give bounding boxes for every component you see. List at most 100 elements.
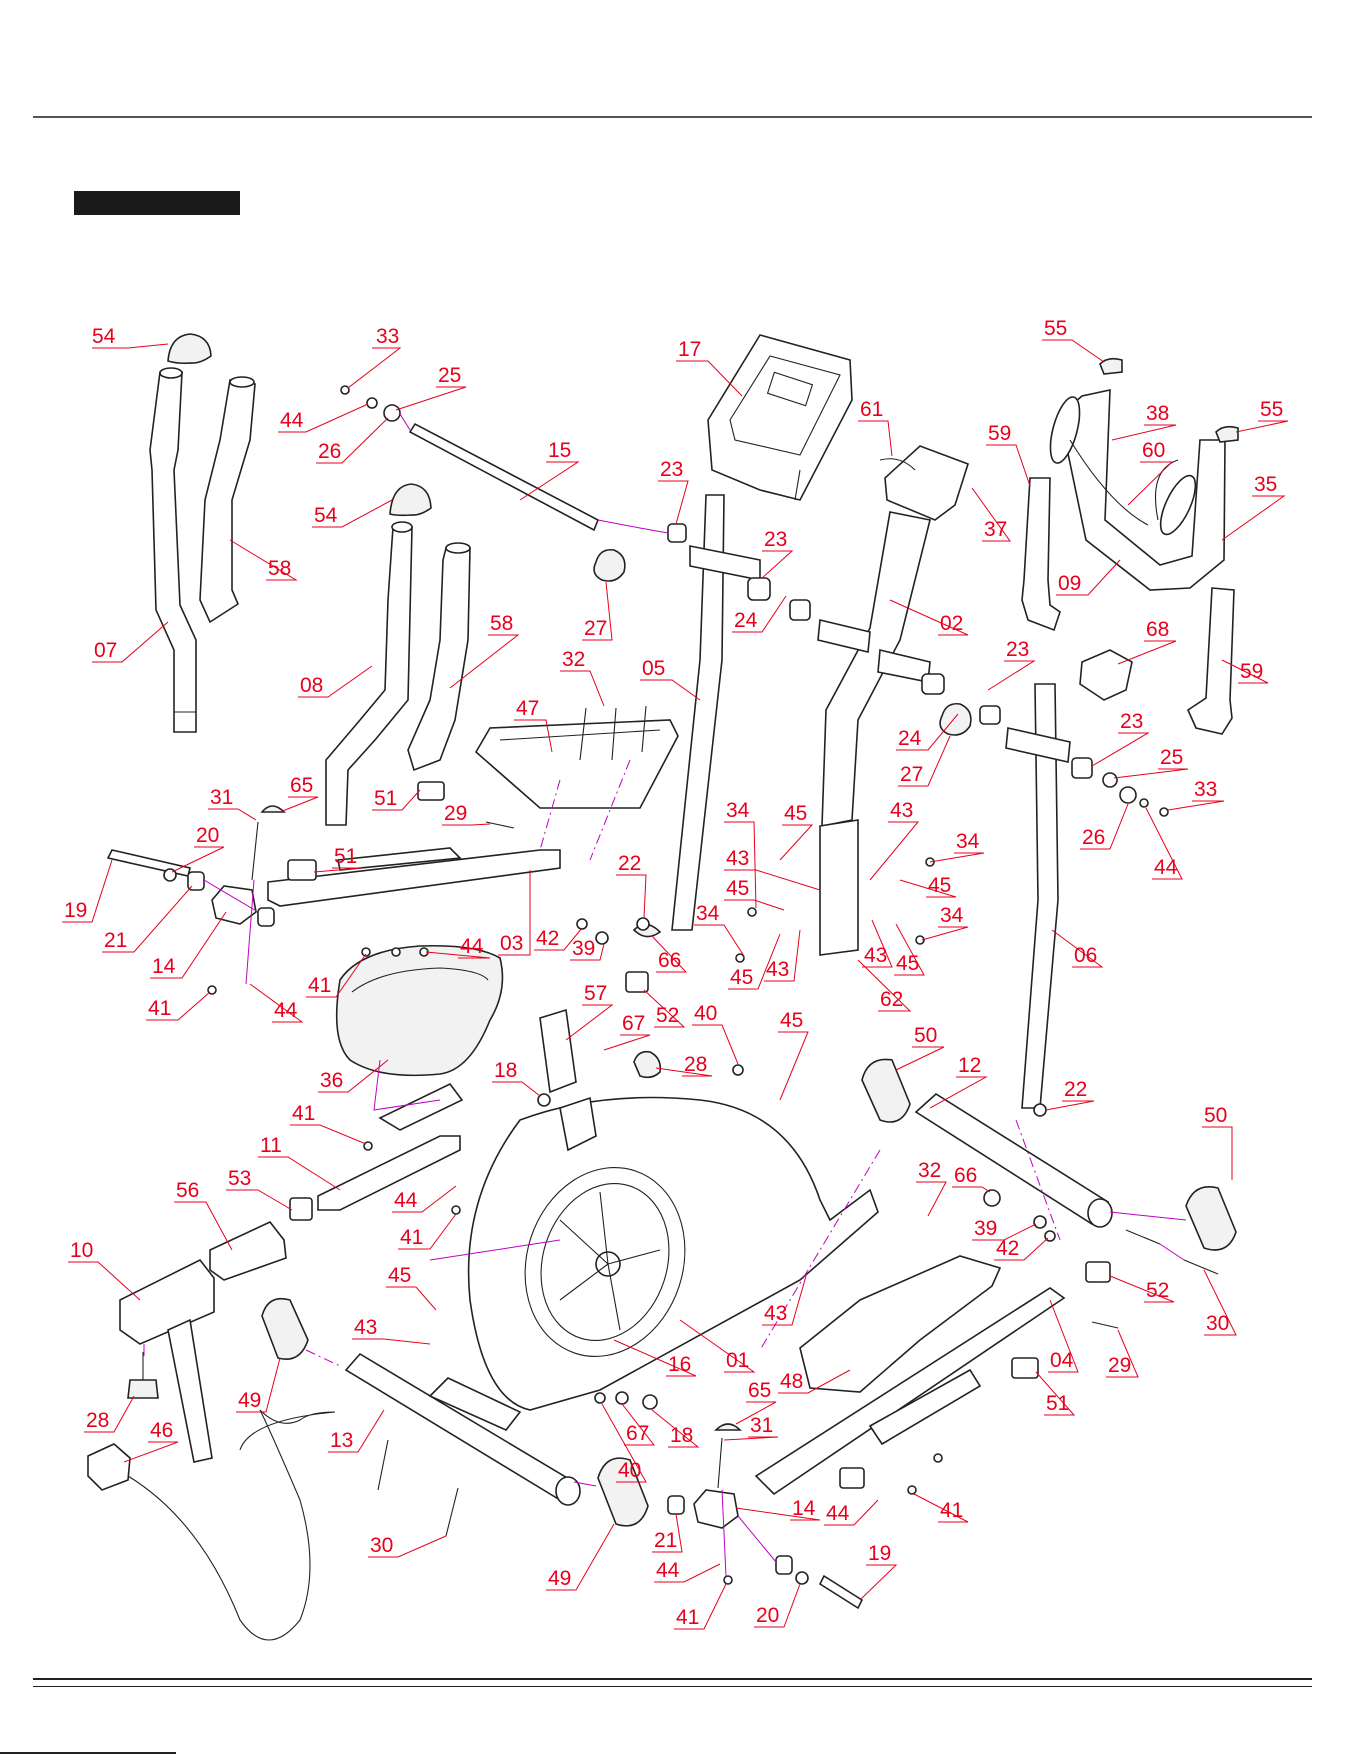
- leader-45b: [724, 899, 785, 911]
- part-17-console-face: [729, 355, 841, 456]
- label-58b: 58: [490, 612, 513, 635]
- label-66: 66: [658, 949, 681, 972]
- assembly-line-31a: [245, 879, 255, 985]
- label-38: 38: [1146, 402, 1169, 425]
- label-20: 20: [196, 824, 219, 847]
- label-20b: 20: [756, 1604, 779, 1627]
- leader-22: [616, 874, 647, 919]
- label-25: 25: [438, 364, 461, 387]
- label-11: 11: [260, 1134, 282, 1157]
- part-18-nut-b: [642, 1394, 658, 1410]
- leader-46: [123, 1441, 179, 1463]
- part-29-pin-b: [1091, 1321, 1119, 1329]
- assembly-line-14a: [203, 879, 259, 913]
- leader-47: [514, 719, 553, 753]
- label-27: 27: [584, 617, 607, 640]
- leader-50: [895, 1046, 945, 1071]
- part-52-cap-b: [1085, 1261, 1111, 1283]
- part-23-bushing-d: [921, 673, 945, 695]
- assembly-line-49b: [573, 1481, 597, 1487]
- part-51-cap-a: [417, 781, 445, 801]
- part-60-wire: [1069, 439, 1149, 526]
- label-31b: 31: [750, 1414, 773, 1437]
- leader-20b: [754, 1583, 801, 1628]
- leader-41b: [146, 991, 211, 1021]
- assembly-line-15: [597, 519, 669, 534]
- label-22: 22: [618, 852, 641, 875]
- leader-15: [519, 461, 580, 501]
- part-25-washer: [1102, 772, 1118, 788]
- part-30-bolt-c: [1125, 1229, 1161, 1245]
- leader-34b: [694, 924, 745, 957]
- label-33: 33: [376, 325, 399, 348]
- leader-30: [1203, 1269, 1237, 1336]
- leader-37: [971, 487, 1011, 542]
- assembly-lines: [143, 413, 1187, 1577]
- part-19-axle-bolt-a: [106, 849, 191, 877]
- leader-44e: [392, 1185, 457, 1213]
- leader-18b: [651, 1409, 700, 1448]
- label-65: 65: [290, 774, 313, 797]
- part-06-cross-tube: [1005, 727, 1071, 763]
- leader-13: [328, 1409, 385, 1453]
- part-61-bracket-plate: [884, 445, 969, 521]
- leader-51: [372, 789, 421, 811]
- label-41: 41: [308, 974, 331, 997]
- leader-45c: [728, 933, 781, 990]
- leader-21b: [652, 1513, 683, 1553]
- leader-45g: [386, 1286, 437, 1311]
- label-50: 50: [914, 1024, 937, 1047]
- leader-29: [442, 823, 491, 826]
- label-47: 47: [516, 697, 539, 720]
- part-12-tube-end: [1087, 1198, 1113, 1228]
- part-17-console: [707, 334, 853, 501]
- leader-36: [318, 1059, 389, 1093]
- label-23d: 23: [1120, 710, 1143, 733]
- label-09: 09: [1058, 572, 1081, 595]
- label-27b: 27: [900, 763, 923, 786]
- part-34-bolt-b: [735, 953, 745, 963]
- part-39-nut-c: [1033, 1215, 1047, 1229]
- label-21: 21: [104, 929, 127, 952]
- label-50b: 50: [1204, 1104, 1227, 1127]
- label-14: 14: [152, 955, 176, 978]
- leader-17: [676, 360, 743, 397]
- label-48: 48: [780, 1370, 803, 1393]
- leader-05: [640, 679, 701, 701]
- label-44c: 44: [460, 935, 484, 958]
- leader-41e: [913, 1493, 969, 1523]
- label-28: 28: [684, 1053, 707, 1076]
- part-33-bolt-head: [340, 385, 350, 395]
- leader-23: [658, 480, 689, 525]
- leader-30b: [368, 1535, 447, 1558]
- part-58-grip-a: [199, 379, 256, 624]
- leader-10: [68, 1261, 141, 1301]
- leader-43c: [869, 821, 920, 881]
- leader-49: [236, 1357, 281, 1413]
- part-21-bushing-b: [257, 907, 275, 927]
- leader-65b: [735, 1401, 777, 1425]
- part-23-bushing-b: [747, 577, 771, 601]
- part-08-top-opening: [391, 521, 413, 533]
- section-title-bar: [74, 191, 240, 215]
- leader-66b: [952, 1186, 991, 1193]
- part-drawings: [87, 333, 1239, 1641]
- leader-40: [692, 1024, 739, 1065]
- label-43b: 43: [766, 958, 789, 981]
- part-46-cord: [127, 1409, 336, 1641]
- part-27-knob-a: [593, 548, 626, 582]
- part-22-spacer-b: [1033, 1103, 1047, 1117]
- label-41d: 41: [400, 1226, 423, 1249]
- leader-40b: [601, 1403, 647, 1483]
- part-23-bushing-f: [1071, 757, 1093, 779]
- part-30-bolt-d: [1183, 1259, 1219, 1275]
- part-52-cap-a: [625, 971, 649, 993]
- label-59: 59: [988, 422, 1011, 445]
- part-08-handlebar-right: [325, 526, 413, 826]
- leader-43d: [862, 919, 893, 968]
- label-56: 56: [176, 1179, 199, 1202]
- part-66-spacer-b: [983, 1189, 1001, 1207]
- assembly-line-12: [759, 1149, 881, 1351]
- part-26-washer-b: [1119, 786, 1137, 804]
- leader-07: [92, 621, 169, 663]
